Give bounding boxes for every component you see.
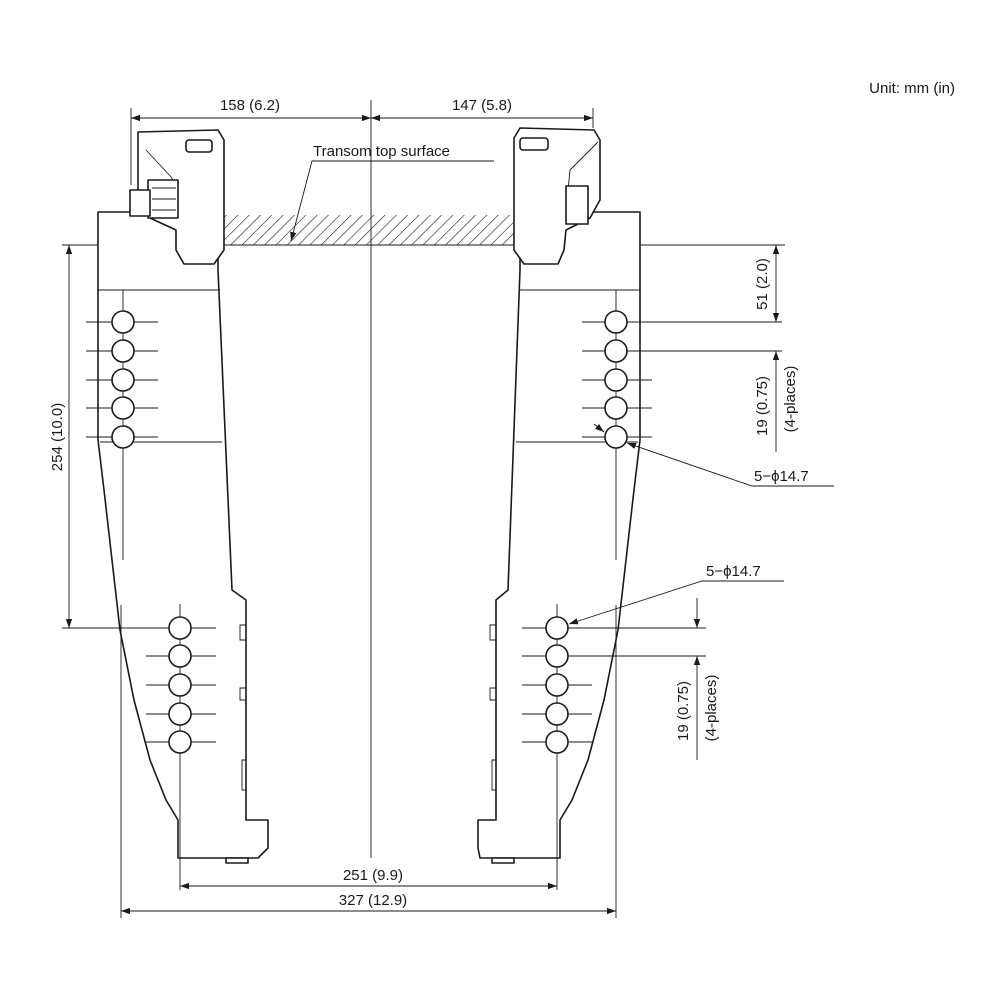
- dim-19-upper-note: (4-places): [782, 366, 799, 433]
- hole: [545, 702, 569, 726]
- upper-hole-callout-leader: [626, 442, 834, 487]
- hole: [545, 673, 569, 697]
- hole: [168, 702, 192, 726]
- hole: [604, 339, 628, 363]
- holes-upper-left: [86, 290, 158, 560]
- holes-upper-right: [582, 290, 782, 560]
- hole: [168, 730, 192, 754]
- hole: [604, 396, 628, 420]
- dim-19-lower-label: 19 (0.75): [675, 681, 692, 741]
- transom-callout-leader: [290, 160, 494, 242]
- unit-label: Unit: mm (in): [869, 80, 955, 97]
- upper-hole-tick: [593, 423, 605, 433]
- transom-hatch: [222, 215, 515, 245]
- hole: [111, 310, 135, 334]
- right-bracket: [477, 127, 641, 864]
- transom-callout-label: Transom top surface: [313, 143, 450, 160]
- hole: [168, 673, 192, 697]
- hole: [545, 730, 569, 754]
- holes-lower-right: [522, 604, 706, 918]
- hole: [545, 616, 569, 640]
- holes-lower-left: [62, 604, 216, 918]
- hole: [111, 368, 135, 392]
- dim-254-label: 254 (10.0): [49, 403, 66, 471]
- hole: [604, 368, 628, 392]
- dim-327-label: 327 (12.9): [339, 892, 407, 909]
- hole: [604, 425, 628, 449]
- dim-251-label: 251 (9.9): [343, 867, 403, 884]
- hole: [111, 425, 135, 449]
- dim-158-label: 158 (6.2): [220, 97, 280, 114]
- upper-hole-callout-label: 5−ϕ14.7: [754, 468, 809, 485]
- dim-19-upper-label: 19 (0.75): [754, 376, 771, 436]
- dim-51-label: 51 (2.0): [754, 258, 771, 310]
- hole: [604, 310, 628, 334]
- hole: [168, 616, 192, 640]
- hole: [111, 339, 135, 363]
- left-bracket: [97, 129, 269, 864]
- dim-147-label: 147 (5.8): [452, 97, 512, 114]
- hole: [168, 644, 192, 668]
- lower-hole-callout-label: 5−ϕ14.7: [706, 563, 761, 580]
- hole: [545, 644, 569, 668]
- hole: [111, 396, 135, 420]
- dim-19-lower-note: (4-places): [703, 675, 720, 742]
- lower-hole-callout-leader: [568, 580, 784, 625]
